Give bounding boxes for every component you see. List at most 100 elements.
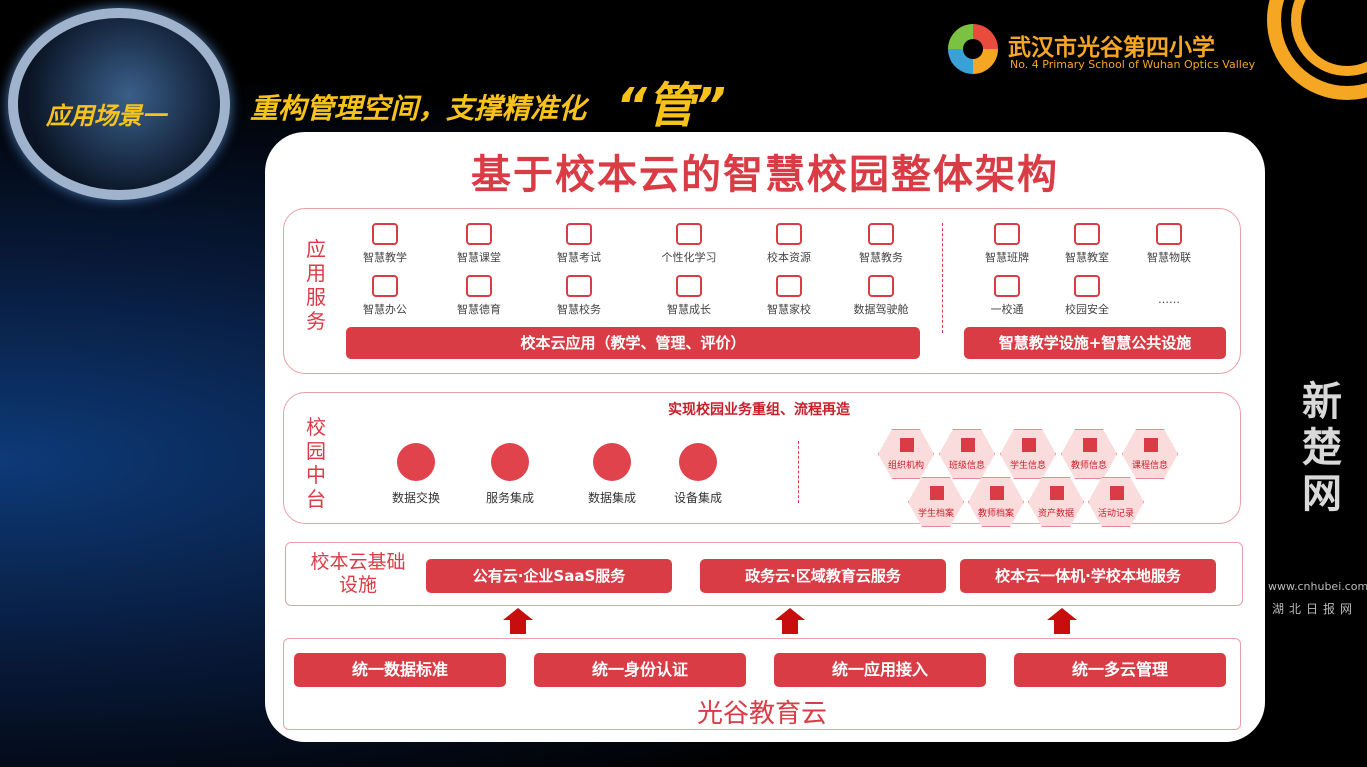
facility-icon [994,275,1020,297]
cloud-standard-item: 统一身份认证 [534,653,746,687]
data-hexagon: 学生档案 [908,477,964,527]
facility-icon [1074,275,1100,297]
integration-label: 数据交换 [391,491,440,505]
section-label: 应用服务 [306,237,326,333]
school-name: 武汉市光谷第四小学 [1008,35,1215,61]
app-bar-right: 智慧教学设施+智慧公共设施 [964,327,1226,359]
app-icon [868,275,894,297]
middle-subtitle: 实现校园业务重组、流程再造 [668,402,850,418]
app-item: 智慧教务 [836,223,926,265]
app-icon [676,275,702,297]
app-item: 数据驾驶舱 [836,275,926,317]
app-item: 智慧成长 [644,275,734,317]
app-item-label: 智慧德育 [457,303,501,316]
data-hexagon: 课程信息 [1122,429,1178,479]
facility-icon [1074,223,1100,245]
app-item: 智慧校务 [534,275,624,317]
facility-item: 智慧物联 [1124,223,1214,265]
watermark-sub: 湖北日报网 [1272,602,1358,616]
facility-icon [1156,223,1182,245]
integration-item: 数据交换 [376,443,456,506]
app-item-label: 智慧教务 [859,251,903,264]
divider [798,441,799,503]
integration-item: 服务集成 [470,443,550,506]
architecture-card: 基于校本云的智慧校园整体架构 应用服务 智慧教学 智慧课堂 智慧考试 个性化学习 校本资… [265,132,1265,742]
cloud-section: 统一数据标准统一身份认证统一应用接入统一多云管理 光谷教育云 [283,638,1241,730]
app-item-label: 智慧成长 [667,303,711,316]
infrastructure-item: 政务云·区域教育云服务 [700,559,946,593]
integration-icon [593,443,631,481]
app-icon [776,223,802,245]
headline-text: 重构管理空间，支撑精准化 [250,92,587,125]
headline-emphasis: “管” [616,78,726,134]
integration-icon [491,443,529,481]
watermark-url: www.cnhubei.com [1268,580,1367,593]
app-item-label: 智慧教学 [363,251,407,264]
data-hexagon: 活动记录 [1088,477,1144,527]
globe-badge: 应用场景一 [8,8,230,200]
app-icon [566,275,592,297]
app-icon [466,275,492,297]
app-item: 智慧德育 [434,275,524,317]
integration-icon [397,443,435,481]
facility-item: 智慧班牌 [962,223,1052,265]
app-item-label: 智慧考试 [557,251,601,264]
app-icon [676,223,702,245]
facility-item: …… [1124,275,1214,306]
app-icon [776,275,802,297]
app-item: 智慧课堂 [434,223,524,265]
facility-icon [994,223,1020,245]
facility-item: 校园安全 [1042,275,1132,317]
app-item: 智慧教学 [340,223,430,265]
data-hexagon: 教师档案 [968,477,1024,527]
app-item: 智慧家校 [744,275,834,317]
facility-label: 智慧班牌 [985,251,1029,264]
app-item-label: 智慧课堂 [457,251,501,264]
facility-item: 一校通 [962,275,1052,317]
app-icon [566,223,592,245]
infrastructure-item: 公有云·企业SaaS服务 [426,559,672,593]
scene-label: 应用场景一 [46,102,166,130]
app-service-section: 应用服务 智慧教学智慧课堂智慧考试个性化学习校本资源智慧教务智慧办公智慧德育智慧… [283,208,1241,374]
app-item: 校本资源 [744,223,834,265]
middle-platform-section: 校园中台 实现校园业务重组、流程再造 数据交换 服务集成 数据集成 设备集成 组织机构… [283,392,1241,527]
app-icon [868,223,894,245]
app-item-label: 个性化学习 [661,251,717,264]
integration-label: 服务集成 [485,491,534,505]
app-item-label: 校本资源 [767,251,811,264]
infrastructure-item: 校本云一体机·学校本地服务 [960,559,1216,593]
school-logo-icon [948,24,998,74]
arrow-up-icon [503,608,533,634]
app-item-label: 智慧办公 [363,303,407,316]
integration-label: 数据集成 [587,491,636,505]
data-hexagon: 教师信息 [1061,429,1117,479]
integration-item: 数据集成 [572,443,652,506]
integration-item: 设备集成 [658,443,738,506]
facility-label: 智慧教室 [1065,251,1109,264]
arrow-up-icon [775,608,805,634]
app-icon [372,223,398,245]
app-item-label: 智慧家校 [767,303,811,316]
app-item-label: 智慧校务 [557,303,601,316]
cloud-standard-item: 统一多云管理 [1014,653,1226,687]
watermark-logo: 新楚网 [1295,380,1341,518]
section-label: 校园中台 [306,415,326,511]
school-name-en: No. 4 Primary School of Wuhan Optics Val… [1010,58,1256,71]
facility-label: 一校通 [990,303,1024,316]
app-item-label: 数据驾驶舱 [853,303,909,316]
app-bar-left: 校本云应用（教学、管理、评价） [346,327,920,359]
decorative-arc [1267,0,1367,100]
app-item: 智慧考试 [534,223,624,265]
facility-label: 智慧物联 [1147,251,1191,264]
app-item: 智慧办公 [340,275,430,317]
card-title: 基于校本云的智慧校园整体架构 [471,152,1059,198]
integration-label: 设备集成 [673,491,722,505]
cloud-standard-item: 统一应用接入 [774,653,986,687]
data-hexagon: 组织机构 [878,429,934,479]
infrastructure-section: 校本云基础设施 公有云·企业SaaS服务政务云·区域教育云服务校本云一体机·学校… [285,542,1243,606]
data-hexagon: 班级信息 [939,429,995,479]
cloud-standard-item: 统一数据标准 [294,653,506,687]
app-item: 个性化学习 [644,223,734,265]
app-icon [466,223,492,245]
facility-label: 校园安全 [1065,303,1109,316]
